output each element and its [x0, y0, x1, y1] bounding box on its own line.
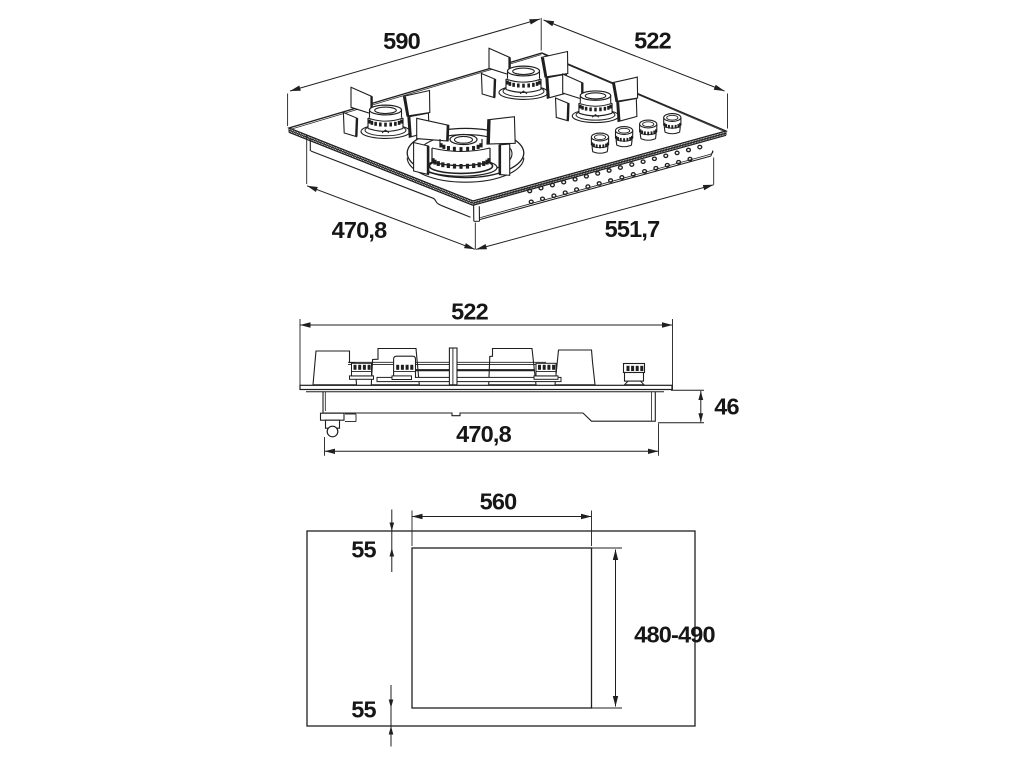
svg-text:522: 522	[634, 28, 672, 54]
svg-text:46: 46	[714, 394, 739, 420]
svg-text:470,8: 470,8	[332, 217, 388, 243]
svg-text:560: 560	[480, 489, 518, 515]
svg-text:551,7: 551,7	[605, 216, 661, 242]
svg-text:55: 55	[351, 537, 376, 563]
svg-text:55: 55	[351, 697, 376, 723]
svg-text:522: 522	[451, 299, 489, 325]
svg-text:480-490: 480-490	[634, 622, 715, 648]
svg-text:470,8: 470,8	[456, 421, 512, 447]
svg-text:590: 590	[383, 28, 421, 54]
